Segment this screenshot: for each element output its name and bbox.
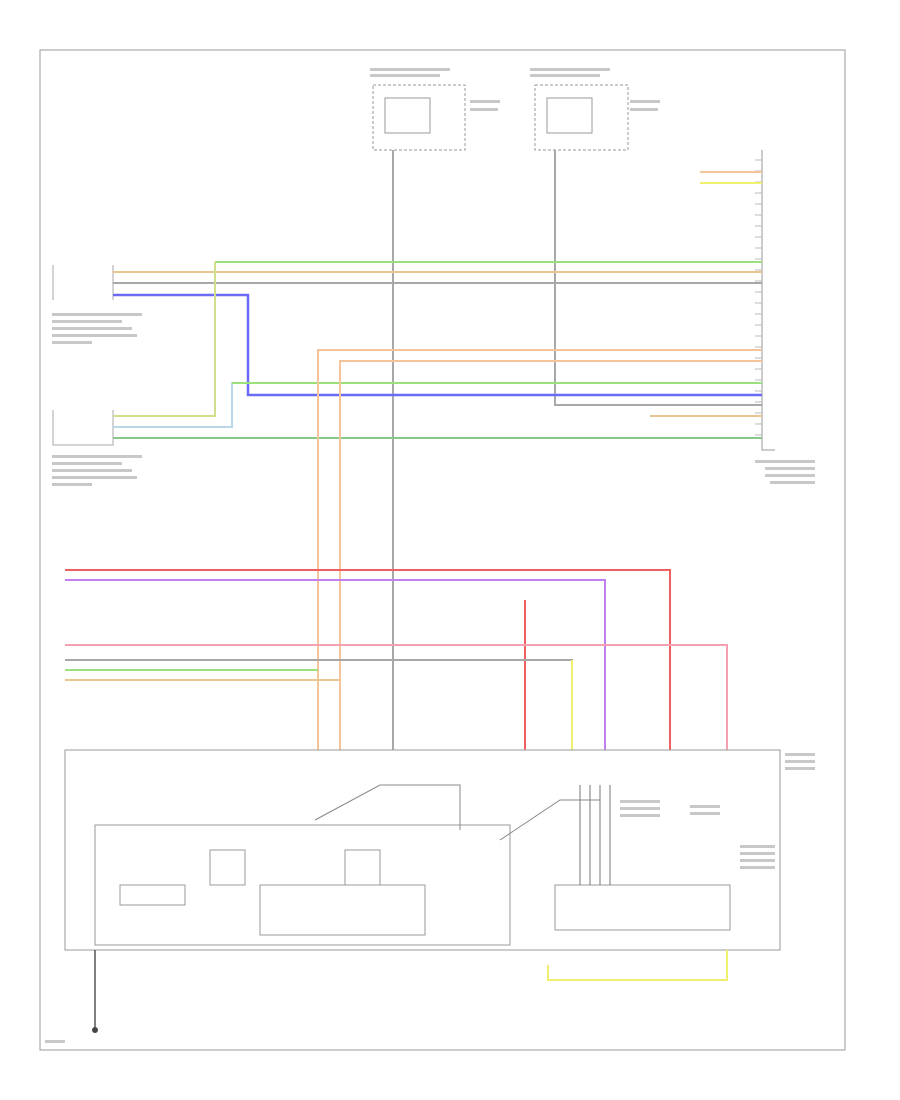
sensor-label-text [52,334,137,337]
wire-purple [65,579,606,750]
label-text-block [470,100,500,103]
component-box [209,849,246,886]
module-label-text [690,812,720,815]
sensor-label-text [52,462,122,465]
label-text-block [470,108,498,111]
sensor-label-text [52,327,132,330]
module-label-text [620,800,660,803]
page-ref-text [45,1040,65,1043]
module-label-text [690,805,720,808]
connector-label-text [765,474,815,477]
right-connector-bracket [761,150,775,451]
label-text-block [370,74,440,77]
module-label-text [620,814,660,817]
sensor-label-text [52,320,122,323]
sensor-label-text [52,341,92,344]
sensor-label-text [52,483,92,486]
connector-label-text [765,467,815,470]
module-label-text [740,852,775,855]
left-rear-sensor-connector [52,410,114,446]
wire-yellow-bottom [547,950,728,981]
component-box [344,849,381,886]
wire-gray-fuse2 [554,150,762,406]
module-label-text [620,807,660,810]
headlamp-control-module [64,749,781,951]
internal-switch-line [499,799,600,841]
fuse-box-2 [534,84,629,151]
module-label-text [785,760,815,763]
wire-orange-1 [317,349,762,750]
label-text-block [630,100,660,103]
connector-label-text [770,481,815,484]
label-text-block [630,108,658,111]
wire-blue [113,293,762,397]
module-label-text [740,845,775,848]
wire-pink [65,644,728,750]
left-motor-box [119,884,186,906]
sensor-box [259,884,426,936]
wire-orange-2 [339,360,762,750]
sensor-label-text [52,476,137,479]
fuse-1 [384,97,431,134]
diagram-frame [39,49,846,1051]
sensor-label-text [52,469,132,472]
fuse-2 [546,97,593,134]
fuse-box-1 [372,84,466,151]
sensor-label-text [52,455,142,458]
label-text-block [530,74,600,77]
module-label-text [785,767,815,770]
module-label-text [740,859,775,862]
wire-red [65,569,671,750]
wire-yellowgreen [113,262,216,417]
module-inner-left [94,824,511,946]
right-motor-box [554,884,731,931]
internal-switch-line [314,784,461,830]
connector-label-text [755,460,815,463]
label-text-block [370,68,450,71]
module-label-text [740,866,775,869]
label-text-block [530,68,610,71]
sensor-label-text [52,313,142,316]
module-label-text [785,753,815,756]
ground-point [92,1027,98,1033]
